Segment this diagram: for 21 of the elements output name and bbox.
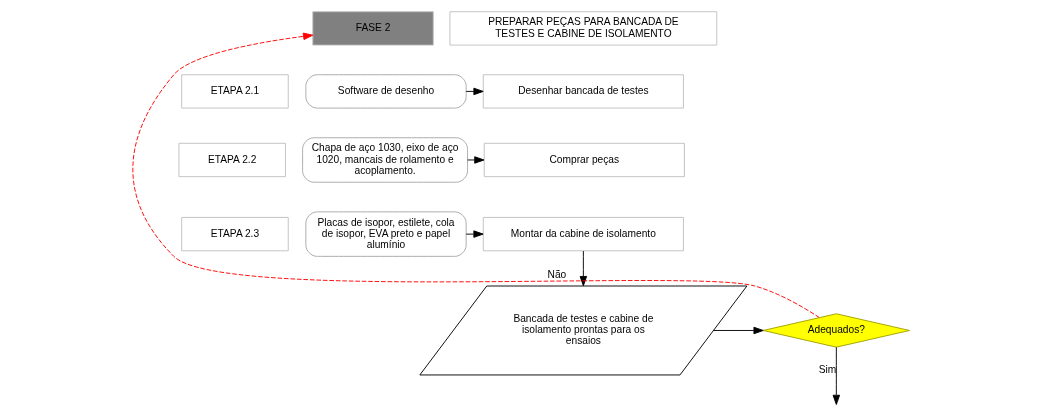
node-box: Montar da cabine de isolamento: [482, 216, 684, 252]
node-box: PREPARAR PEÇAS PARA BANCADA DE TESTES E CABINE DE ISOLAMENTO: [449, 11, 718, 46]
arrow: [465, 230, 484, 238]
node-box: Desenhar bancada de testes: [482, 74, 684, 109]
node-box: Comprar peças: [483, 142, 685, 178]
node-box: Placas de isopor, estilete, cola de isopor, EVA preto e papel alumínio: [305, 211, 467, 257]
arrow: [132, 32, 820, 318]
node-box: ETAPA 2.1: [181, 74, 289, 109]
node-box: ETAPA 2.2: [178, 142, 286, 178]
edge-label: Sim: [818, 364, 837, 376]
node-box: Chapa de aço 1030, eixo de aço 1020, mancais de rolamento e acoplamento.: [302, 137, 468, 183]
node-diamond: Adequados?: [762, 313, 910, 348]
arrow: [832, 346, 841, 405]
node-box: Software de desenho: [305, 74, 467, 109]
node-box: ETAPA 2.3: [181, 216, 289, 252]
arrow: [465, 87, 484, 96]
arrow: [713, 326, 764, 335]
edge-label: Não: [547, 269, 567, 280]
node-box: FASE 2: [312, 11, 434, 46]
arrow: [467, 156, 485, 164]
arrow: [579, 250, 588, 287]
